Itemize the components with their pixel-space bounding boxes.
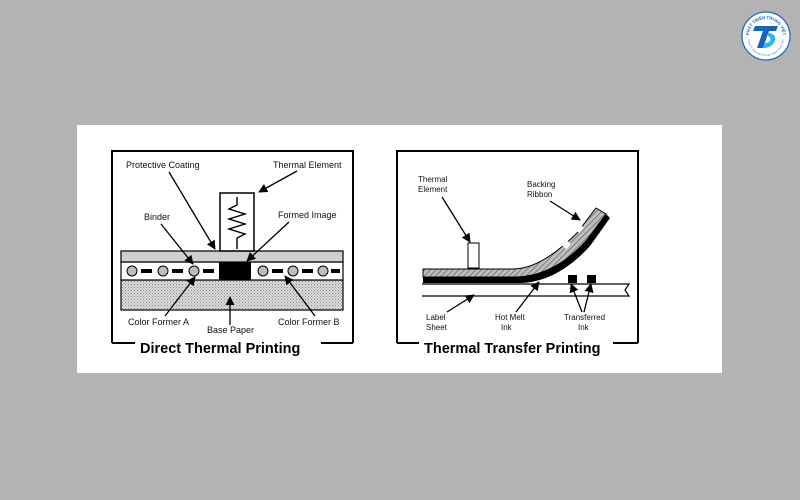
brand-logo: PHÁT TRIỂN TRUNG VIỆT CÔNG TY TNHH ĐẦU T… [741,11,791,61]
brand-logo-icon [753,26,778,48]
left-panel-frame [111,150,354,343]
label-sheet-layer [422,283,631,297]
right-panel-frame [396,150,639,343]
label-thermal-element-left: Thermal Element [273,160,342,170]
label-transferred-ink-2: Ink [578,323,590,332]
label-thermal-element-right-1: Thermal [418,175,448,184]
label-protective-coating: Protective Coating [126,160,200,170]
label-color-former-a: Color Former A [128,317,189,327]
right-arrows [441,196,594,313]
direct-thermal-panel: Protective Coating Thermal Element Binde… [111,150,354,344]
label-backing-ribbon-1: Backing [527,180,555,189]
transferred-ink-dot-1 [568,275,577,283]
thermal-transfer-panel: Thermal Element Backing Ribbon Label She… [396,150,639,344]
label-label-sheet-1: Label [426,313,446,322]
protective-coating-layer [120,250,344,263]
heating-resistor-icon [226,197,248,249]
formed-image-block [219,262,251,280]
label-backing-ribbon-2: Ribbon [527,190,552,199]
thermal-printing-figure: Protective Coating Thermal Element Binde… [77,125,722,373]
left-arrows [160,170,316,325]
thermal-element-head [467,242,480,269]
label-base-paper: Base Paper [207,325,254,335]
hot-melt-ink-layer [423,214,610,283]
label-label-sheet-2: Sheet [426,323,448,332]
direct-thermal-title: Direct Thermal Printing [135,341,306,357]
transferred-ink-dot-2 [587,275,596,283]
label-hot-melt-ink-1: Hot Melt [495,313,526,322]
label-formed-image: Formed Image [278,210,337,220]
thermal-transfer-title: Thermal Transfer Printing [419,341,606,357]
color-former-row [126,265,340,277]
figure-diagram: Protective Coating Thermal Element Binde… [111,150,639,344]
label-hot-melt-ink-2: Ink [501,323,513,332]
label-thermal-element-right-2: Element [418,185,448,194]
label-transferred-ink-1: Transferred [564,313,605,322]
base-paper-layer [120,279,344,311]
label-color-former-b: Color Former B [278,317,340,327]
label-binder: Binder [144,212,170,222]
